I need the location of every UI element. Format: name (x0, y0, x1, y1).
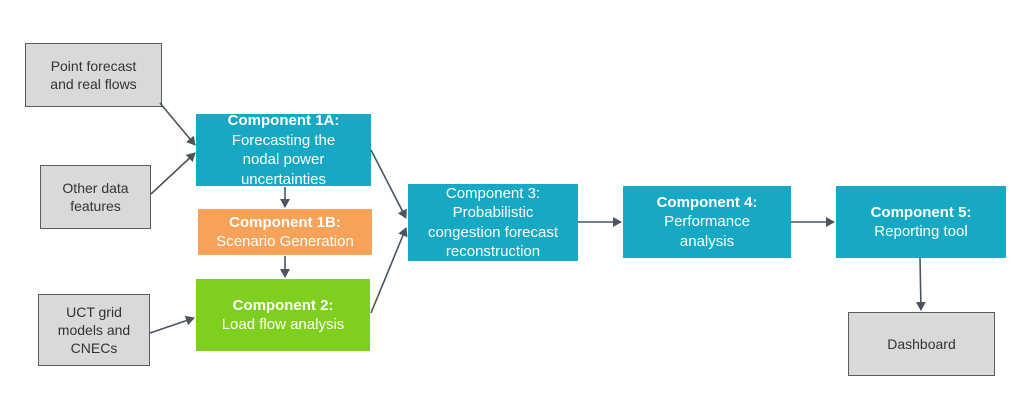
input-other-data: Other data features (40, 165, 151, 229)
input-other-data-line-1: Other data (62, 179, 129, 196)
component-1b-line-1: Scenario Generation (216, 233, 354, 250)
component-3-line-3: congestion forecast (427, 223, 559, 241)
component-4-line-1: Performance (664, 213, 750, 231)
component-1b: Component 1B: Scenario Generation (198, 209, 372, 255)
component-3-line-2: Probabilistic (452, 204, 534, 221)
component-4: Component 4: Performance analysis (623, 186, 791, 258)
arrow-5-to-dashboard (915, 257, 926, 311)
arrow-other-data-to-1a (150, 152, 196, 195)
component-1a-title: Component 1A: (227, 112, 340, 129)
arrow-point-forecast-to-1a (159, 102, 196, 146)
component-3: Component 3: Probabilistic congestion fo… (408, 184, 578, 261)
input-point-forecast-line-1: Point forecast (50, 57, 137, 74)
component-4-title: Component 4: (656, 193, 758, 211)
component-3-line-4: reconstruction (445, 243, 541, 260)
arrow-uct-grid-to-2 (149, 315, 195, 334)
component-5: Component 5: Reporting tool (836, 186, 1006, 258)
component-2: Component 2: Load flow analysis (196, 279, 370, 351)
component-1a-line-3: uncertainties (240, 170, 327, 188)
component-2-line-1: Load flow analysis (221, 316, 345, 333)
component-1a-line-2: nodal power (242, 151, 325, 168)
input-uct-grid-line-2: models and (57, 321, 131, 338)
component-1a-line-1: Forecasting the (231, 131, 336, 149)
input-uct-grid: UCT grid models and CNECs (38, 294, 150, 366)
component-2-title: Component 2: (232, 296, 334, 314)
component-5-title: Component 5: (870, 203, 972, 221)
arrow-2-to-3 (370, 227, 408, 314)
output-dashboard-label: Dashboard (887, 335, 956, 352)
component-1a: Component 1A: Forecasting the nodal powe… (196, 112, 371, 188)
component-1b-title: Component 1B: (229, 213, 341, 231)
input-point-forecast: Point forecast and real flows (25, 43, 162, 107)
output-dashboard: Dashboard (848, 312, 995, 376)
component-3-line-1: Component 3: (445, 184, 541, 202)
input-uct-grid-line-1: UCT grid (66, 303, 122, 320)
component-4-line-2: analysis (679, 232, 735, 250)
input-other-data-line-2: features (70, 198, 121, 214)
arrow-1a-to-3 (370, 149, 407, 219)
component-5-line-1: Reporting tool (874, 223, 968, 240)
input-point-forecast-line-2: and real flows (50, 76, 137, 92)
input-uct-grid-line-3: CNECs (70, 340, 118, 357)
